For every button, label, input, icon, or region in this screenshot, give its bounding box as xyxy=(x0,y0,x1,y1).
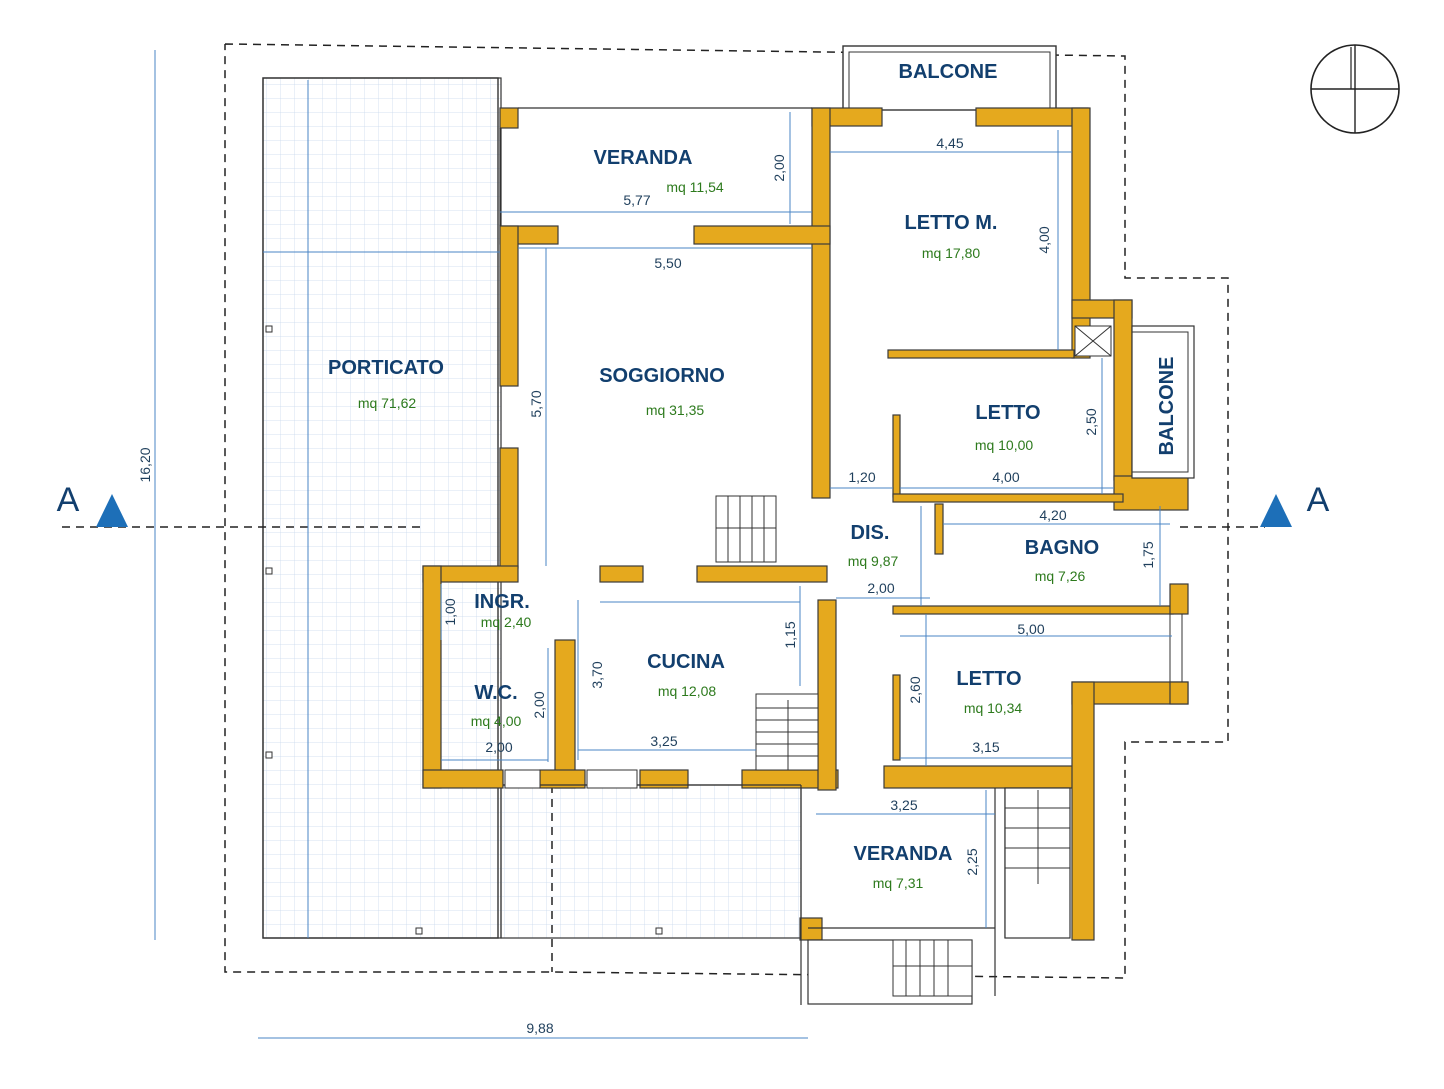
room-name-ingr: INGR. xyxy=(474,591,530,613)
compass-icon xyxy=(1310,44,1400,134)
section-markers: A A xyxy=(57,481,1330,527)
dim-wc-h: 2,00 xyxy=(531,691,547,718)
dim-ingr-h: 1,00 xyxy=(442,598,458,625)
room-area-letto-2: mq 10,34 xyxy=(964,700,1023,716)
room-name-cucina: CUCINA xyxy=(647,651,725,673)
stair-icon xyxy=(715,495,1070,996)
room-area-dis: mq 9,87 xyxy=(848,553,899,569)
room-area-veranda-bottom: mq 7,31 xyxy=(873,875,924,891)
room-area-veranda-top: mq 11,54 xyxy=(666,179,724,195)
room-name-balcone-side: BALCONE xyxy=(1156,357,1178,456)
room-name-wc: W.C. xyxy=(474,682,517,704)
section-label-left: A xyxy=(57,481,80,519)
dim-dis-w2: 2,00 xyxy=(867,580,894,596)
dim-bagno-h: 1,75 xyxy=(1140,541,1156,568)
dim-letto2-h: 2,60 xyxy=(907,676,923,703)
dim-letto2-w: 5,00 xyxy=(1017,621,1044,637)
dim-letto-m-w: 4,45 xyxy=(936,135,963,151)
dim-wc-w: 2,00 xyxy=(485,739,512,755)
dim-soggiorno-h: 5,70 xyxy=(528,390,544,417)
dim-cucina-h1: 1,15 xyxy=(782,621,798,648)
room-name-letto-2: LETTO xyxy=(956,668,1021,690)
balcone-side xyxy=(1131,325,1195,479)
dim-total-height: 16,20 xyxy=(137,447,153,482)
dim-letto-m-h: 4,00 xyxy=(1036,226,1052,253)
dim-veranda-bottom-h: 2,25 xyxy=(964,848,980,875)
room-name-dis: DIS. xyxy=(851,522,890,544)
section-label-right: A xyxy=(1307,481,1330,519)
dim-letto1-w: 4,00 xyxy=(992,469,1019,485)
room-area-cucina: mq 12,08 xyxy=(658,683,717,699)
room-name-veranda-bottom: VERANDA xyxy=(854,843,953,865)
room-name-veranda-top: VERANDA xyxy=(594,147,693,169)
room-labels: BALCONE VERANDA mq 11,54 LETTO M. mq 17,… xyxy=(328,61,1178,891)
room-name-soggiorno: SOGGIORNO xyxy=(599,365,725,387)
room-name-bagno: BAGNO xyxy=(1025,537,1099,559)
dim-letto1-h: 2,50 xyxy=(1083,408,1099,435)
porticato-area xyxy=(262,77,802,939)
dim-soggiorno-w: 5,50 xyxy=(654,255,681,271)
room-name-letto-m: LETTO M. xyxy=(905,212,998,234)
dim-veranda-bottom-w: 3,25 xyxy=(890,797,917,813)
room-area-wc: mq 4,00 xyxy=(471,713,522,729)
room-area-letto-m: mq 17,80 xyxy=(922,245,981,261)
dim-bagno-w: 4,20 xyxy=(1039,507,1066,523)
dim-veranda-top-w: 5,77 xyxy=(623,192,650,208)
section-arrow-icon xyxy=(96,494,128,527)
room-name-balcone-top: BALCONE xyxy=(899,61,998,83)
dimension-labels: 16,20 9,88 5,77 2,00 4,45 4,00 5,50 5,70… xyxy=(137,135,1156,1036)
room-area-soggiorno: mq 31,35 xyxy=(646,402,705,418)
room-name-porticato: PORTICATO xyxy=(328,357,444,379)
dim-veranda-top-h: 2,00 xyxy=(771,154,787,181)
room-area-letto-1: mq 10,00 xyxy=(975,437,1034,453)
walls xyxy=(422,107,1189,941)
room-area-porticato: mq 71,62 xyxy=(358,395,417,411)
dim-letto2-w2: 3,15 xyxy=(972,739,999,755)
dim-dis-w: 1,20 xyxy=(848,469,875,485)
dimension-lines xyxy=(154,50,1172,1039)
balcone-top xyxy=(842,45,1057,111)
room-area-ingr: mq 2,40 xyxy=(481,614,532,630)
dim-cucina-w: 3,25 xyxy=(650,733,677,749)
room-area-bagno: mq 7,26 xyxy=(1035,568,1086,584)
room-name-letto-1: LETTO xyxy=(975,402,1040,424)
dim-cucina-h2: 3,70 xyxy=(589,661,605,688)
dim-total-width: 9,88 xyxy=(526,1020,553,1036)
section-arrow-icon xyxy=(1260,494,1292,527)
